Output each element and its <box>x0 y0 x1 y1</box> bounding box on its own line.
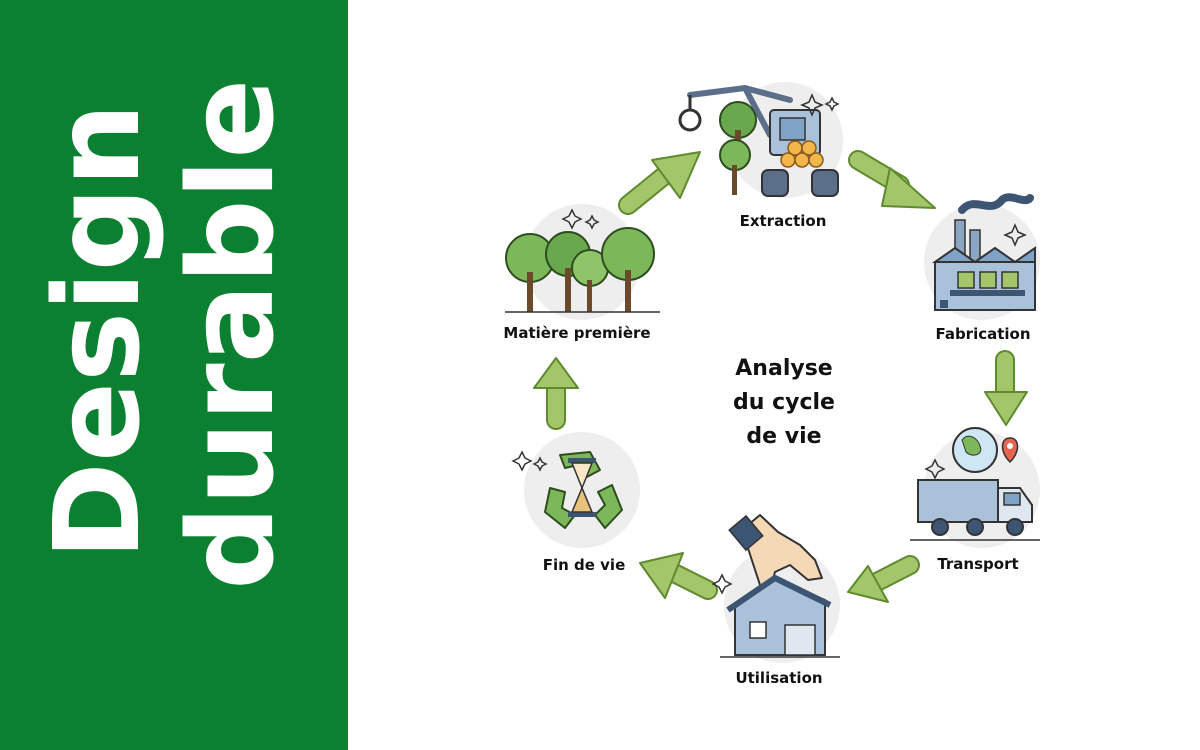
center-title: Analyse du cycle de vie <box>733 356 835 449</box>
arrow-matiere-to-extraction <box>618 151 701 215</box>
center-title-line-3: de vie <box>746 424 821 449</box>
cycle-arrows <box>533 150 1028 603</box>
arrow-fin-de-vie-to-matiere <box>533 357 579 430</box>
trees-icon <box>505 208 660 313</box>
forestry-harvester-icon <box>678 84 840 197</box>
center-title-line-2: du cycle <box>733 390 835 415</box>
stage-transport: Transport <box>910 427 1040 573</box>
sidebar-panel: Design durable <box>0 0 348 750</box>
hand-house-icon <box>711 514 840 658</box>
arrow-fabrication-to-transport <box>984 350 1028 426</box>
stage-matiere-premiere: Matière première <box>503 204 660 342</box>
center-title-line-1: Analyse <box>735 356 832 381</box>
sidebar-background <box>0 0 348 750</box>
stage-label-fin-de-vie: Fin de vie <box>543 556 626 574</box>
life-cycle-diagram: Extraction Fabrication <box>503 82 1040 687</box>
stage-label-extraction: Extraction <box>740 212 827 230</box>
stage-label-fabrication: Fabrication <box>935 325 1030 343</box>
arrow-transport-to-utilisation <box>847 555 920 603</box>
stage-label-utilisation: Utilisation <box>735 669 822 687</box>
stage-label-transport: Transport <box>937 555 1018 573</box>
stage-label-matiere-premiere: Matière première <box>503 324 650 342</box>
sidebar-title: Design durable <box>0 0 348 750</box>
recycle-hourglass-icon <box>511 450 623 529</box>
stage-extraction: Extraction <box>678 82 843 230</box>
sidebar-title-design: Design <box>28 103 166 560</box>
arrow-extraction-to-fabrication <box>848 150 936 209</box>
sidebar-title-durable: durable <box>162 79 300 590</box>
arrow-utilisation-to-fin-de-vie <box>639 552 718 600</box>
factory-icon <box>931 193 1036 311</box>
stage-fin-de-vie: Fin de vie <box>511 432 640 574</box>
stage-fabrication: Fabrication <box>924 193 1040 343</box>
truck-globe-icon <box>910 427 1040 541</box>
stage-utilisation: Utilisation <box>711 514 840 687</box>
